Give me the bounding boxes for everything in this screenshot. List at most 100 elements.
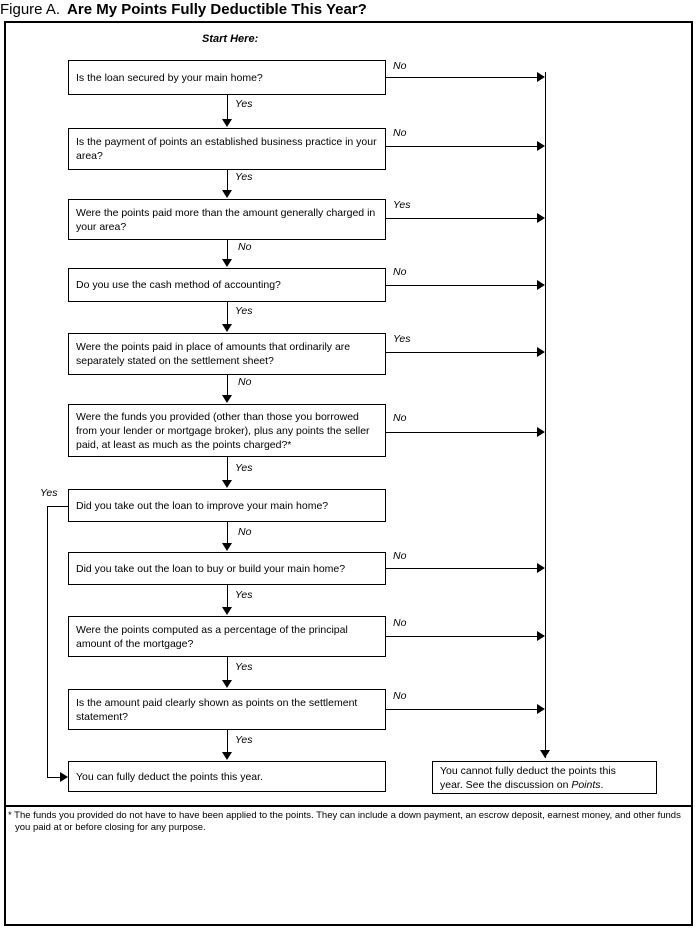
- node-q1[interactable]: Is the loan secured by your main home?: [68, 60, 386, 95]
- edge-label-q3-no: No: [238, 241, 252, 253]
- node-q5-label: Were the points paid in place of amounts…: [76, 341, 351, 367]
- connector-q9-q10: [227, 657, 228, 681]
- edge-label-q8-yes: Yes: [235, 589, 253, 601]
- node-q1-label: Is the loan secured by your main home?: [76, 71, 263, 84]
- node-q3-label: Were the points paid more than the amoun…: [76, 206, 376, 233]
- edge-label-q2-no: No: [393, 127, 407, 139]
- connector-q2-q3: [227, 170, 228, 191]
- edge-label-q5-no: No: [238, 376, 252, 388]
- connector-q6-q7: [227, 457, 228, 481]
- edge-label-q8-no: No: [393, 550, 407, 562]
- arrowhead-q9-exit: [537, 631, 545, 641]
- edge-label-q9-no: No: [393, 617, 407, 629]
- edge-label-q1-no: No: [393, 60, 407, 72]
- node-q9[interactable]: Were the points computed as a percentage…: [68, 616, 386, 657]
- node-q10-label: Is the amount paid clearly shown as poin…: [76, 696, 358, 723]
- connector-q8-q9: [227, 585, 228, 608]
- connector-q10-exit: [386, 709, 538, 710]
- figure-title-bar: Figure A. Are My Points Fully Deductible …: [0, 0, 697, 20]
- arrowhead-q10-deductible: [222, 752, 232, 760]
- outcome-line2-after: .: [600, 778, 604, 791]
- arrowhead-q6-q7: [222, 480, 232, 488]
- right-collector-line: [545, 72, 546, 758]
- connector-q4-exit: [386, 285, 538, 286]
- node-q7-label: Did you take out the loan to improve you…: [76, 499, 329, 512]
- node-q6[interactable]: Were the funds you provided (other than …: [68, 404, 386, 457]
- connector-q5-q6: [227, 375, 228, 396]
- arrowhead-q5-exit: [537, 347, 545, 357]
- node-q10[interactable]: Is the amount paid clearly shown as poin…: [68, 689, 386, 730]
- arrowhead-q1-exit: [537, 72, 545, 82]
- footnote-marker: *: [8, 810, 12, 821]
- edge-label-q2-yes: Yes: [235, 171, 253, 183]
- arrowhead-q7-yes: [60, 772, 68, 782]
- outcome-points-ref: Points: [571, 778, 601, 791]
- edge-label-q7-no: No: [238, 526, 252, 538]
- footnote-line1: The funds you provided do not have to ha…: [14, 810, 681, 821]
- arrowhead-q1-q2: [222, 119, 232, 127]
- footnote-divider: [6, 805, 691, 807]
- arrowhead-q8-exit: [537, 563, 545, 573]
- arrowhead-q4-q5: [222, 324, 232, 332]
- node-q5[interactable]: Were the points paid in place of amounts…: [68, 333, 386, 375]
- connector-q3-q4: [227, 240, 228, 260]
- node-q4-label: Do you use the cash method of accounting…: [76, 279, 281, 291]
- node-q8-label: Did you take out the loan to buy or buil…: [76, 562, 346, 575]
- node-outcome-deductible-label: You can fully deduct the points this yea…: [76, 770, 263, 783]
- connector-q3-exit: [386, 218, 538, 219]
- figure-label: Figure A.: [0, 1, 61, 18]
- connector-q1-exit: [386, 77, 538, 78]
- edge-label-q4-yes: Yes: [235, 305, 253, 317]
- arrowhead-q2-exit: [537, 141, 545, 151]
- node-q4[interactable]: Do you use the cash method of accounting…: [68, 268, 386, 302]
- connector-q9-exit: [386, 636, 538, 637]
- footnote-line2: you paid at or before closing for any pu…: [15, 822, 206, 833]
- connector-q1-q2: [227, 95, 228, 120]
- edge-label-q5-yes: Yes: [393, 333, 411, 345]
- connector-q7-yes-to-outcome: [47, 777, 61, 778]
- start-here-label: Start Here:: [202, 33, 259, 45]
- arrowhead-q7-q8: [222, 543, 232, 551]
- edge-label-q3-yes: Yes: [393, 199, 411, 211]
- edge-label-q6-no: No: [393, 412, 407, 424]
- edge-label-q7-yes: Yes: [40, 487, 58, 499]
- outcome-line2-before: year. See the discussion on: [440, 778, 572, 791]
- arrowhead-collector-outcome: [540, 750, 550, 758]
- connector-q5-exit: [386, 352, 538, 353]
- arrowhead-q8-q9: [222, 607, 232, 615]
- connector-q7-yes-horizontal: [47, 506, 68, 507]
- footnote: * The funds you provided do not have to …: [8, 810, 689, 834]
- node-q2[interactable]: Is the payment of points an established …: [68, 128, 386, 170]
- node-q2-label: Is the payment of points an established …: [76, 136, 377, 162]
- arrowhead-q5-q6: [222, 395, 232, 403]
- arrowhead-q6-exit: [537, 427, 545, 437]
- node-q7[interactable]: Did you take out the loan to improve you…: [68, 489, 386, 522]
- node-q8[interactable]: Did you take out the loan to buy or buil…: [68, 552, 386, 585]
- edge-label-q4-no: No: [393, 266, 407, 278]
- connector-q10-deductible: [227, 730, 228, 753]
- connector-q6-exit: [386, 432, 538, 433]
- connector-q7-q8: [227, 522, 228, 544]
- arrowhead-q10-exit: [537, 704, 545, 714]
- arrowhead-q4-exit: [537, 280, 545, 290]
- edge-label-q10-yes: Yes: [235, 734, 253, 746]
- arrowhead-q9-q10: [222, 680, 232, 688]
- node-q9-label: Were the points computed as a percentage…: [76, 623, 348, 650]
- connector-q8-exit: [386, 568, 538, 569]
- arrowhead-q2-q3: [222, 190, 232, 198]
- arrowhead-q3-q4: [222, 259, 232, 267]
- edge-label-q10-no: No: [393, 690, 407, 702]
- node-q6-label: Were the funds you provided (other than …: [76, 410, 370, 451]
- outcome-line1: You cannot fully deduct the points this: [440, 764, 616, 777]
- edge-label-q6-yes: Yes: [235, 462, 253, 474]
- arrowhead-q3-exit: [537, 213, 545, 223]
- connector-q4-q5: [227, 302, 228, 325]
- edge-label-q1-yes: Yes: [235, 98, 253, 110]
- node-q3[interactable]: Were the points paid more than the amoun…: [68, 199, 386, 240]
- page-title: Are My Points Fully Deductible This Year…: [67, 1, 367, 18]
- node-outcome-deductible[interactable]: You can fully deduct the points this yea…: [68, 761, 386, 792]
